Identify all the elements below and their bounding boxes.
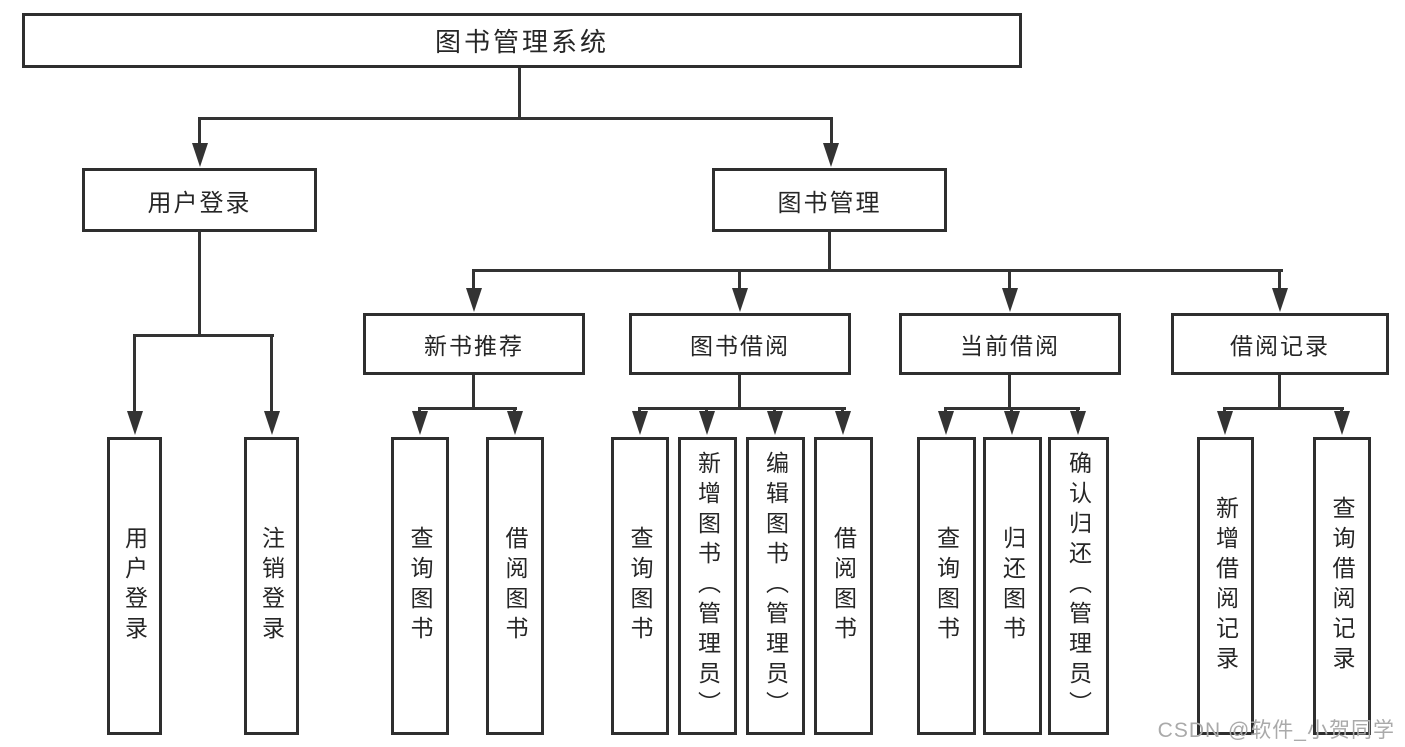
- arrowhead-down-icon: [1004, 411, 1020, 435]
- arrowhead-down-icon: [1002, 288, 1018, 312]
- arrowhead-down-icon: [767, 411, 783, 435]
- connector-line: [738, 269, 741, 291]
- leaf-edit-books-admin: 编辑图书（管理员）: [746, 437, 805, 735]
- leaf-user-login: 用户登录: [107, 437, 162, 735]
- arrowhead-down-icon: [412, 411, 428, 435]
- connector-line: [472, 269, 475, 291]
- arrowhead-down-icon: [732, 288, 748, 312]
- arrowhead-down-icon: [1334, 411, 1350, 435]
- node-current-borrowing: 当前借阅: [899, 313, 1121, 375]
- connector-line: [738, 375, 741, 410]
- arrowhead-down-icon: [1070, 411, 1086, 435]
- connector-line: [198, 117, 201, 145]
- leaf-query-borrow-record: 查询借阅记录: [1313, 437, 1371, 735]
- connector-line: [828, 230, 831, 272]
- connector-line: [1223, 407, 1344, 410]
- arrowhead-down-icon: [507, 411, 523, 435]
- connector-line: [198, 230, 201, 337]
- connector-line: [270, 334, 273, 414]
- connector-line: [518, 68, 521, 119]
- connector-line: [133, 334, 274, 337]
- arrowhead-down-icon: [632, 411, 648, 435]
- leaf-borrow-books-recommend: 借阅图书: [486, 437, 544, 735]
- connector-line: [1278, 375, 1281, 410]
- csdn-watermark: CSDN @软件_小贺同学: [1157, 719, 1395, 742]
- connector-line: [418, 407, 517, 410]
- arrowhead-down-icon: [1217, 411, 1233, 435]
- arrowhead-down-icon: [823, 143, 839, 167]
- arrowhead-down-icon: [192, 143, 208, 167]
- leaf-query-books-recommend: 查询图书: [391, 437, 449, 735]
- arrowhead-down-icon: [466, 288, 482, 312]
- arrowhead-down-icon: [127, 411, 143, 435]
- leaf-confirm-return-admin: 确认归还（管理员）: [1048, 437, 1109, 735]
- arrowhead-down-icon: [699, 411, 715, 435]
- connector-line: [472, 375, 475, 410]
- connector-line: [1278, 269, 1281, 291]
- leaf-add-borrow-record: 新增借阅记录: [1197, 437, 1254, 735]
- arrowhead-down-icon: [264, 411, 280, 435]
- leaf-return-books: 归还图书: [983, 437, 1042, 735]
- node-library-management-system: 图书管理系统: [22, 13, 1022, 68]
- leaf-query-books-borrowing: 查询图书: [611, 437, 669, 735]
- leaf-add-books-admin: 新增图书（管理员）: [678, 437, 737, 735]
- node-new-book-recommend: 新书推荐: [363, 313, 585, 375]
- connector-line: [638, 407, 846, 410]
- node-book-borrowing: 图书借阅: [629, 313, 851, 375]
- connector-line: [198, 117, 832, 120]
- node-book-management: 图书管理: [712, 168, 947, 232]
- leaf-query-books-current: 查询图书: [917, 437, 976, 735]
- leaf-logout: 注销登录: [244, 437, 299, 735]
- leaf-borrow-books-borrowing: 借阅图书: [814, 437, 873, 735]
- connector-line: [1008, 375, 1011, 410]
- node-user-login: 用户登录: [82, 168, 317, 232]
- connector-line: [1008, 269, 1011, 291]
- arrowhead-down-icon: [835, 411, 851, 435]
- connector-line: [473, 269, 1283, 272]
- arrowhead-down-icon: [938, 411, 954, 435]
- node-borrowing-records: 借阅记录: [1171, 313, 1389, 375]
- connector-line: [830, 117, 833, 145]
- arrowhead-down-icon: [1272, 288, 1288, 312]
- connector-line: [133, 334, 136, 414]
